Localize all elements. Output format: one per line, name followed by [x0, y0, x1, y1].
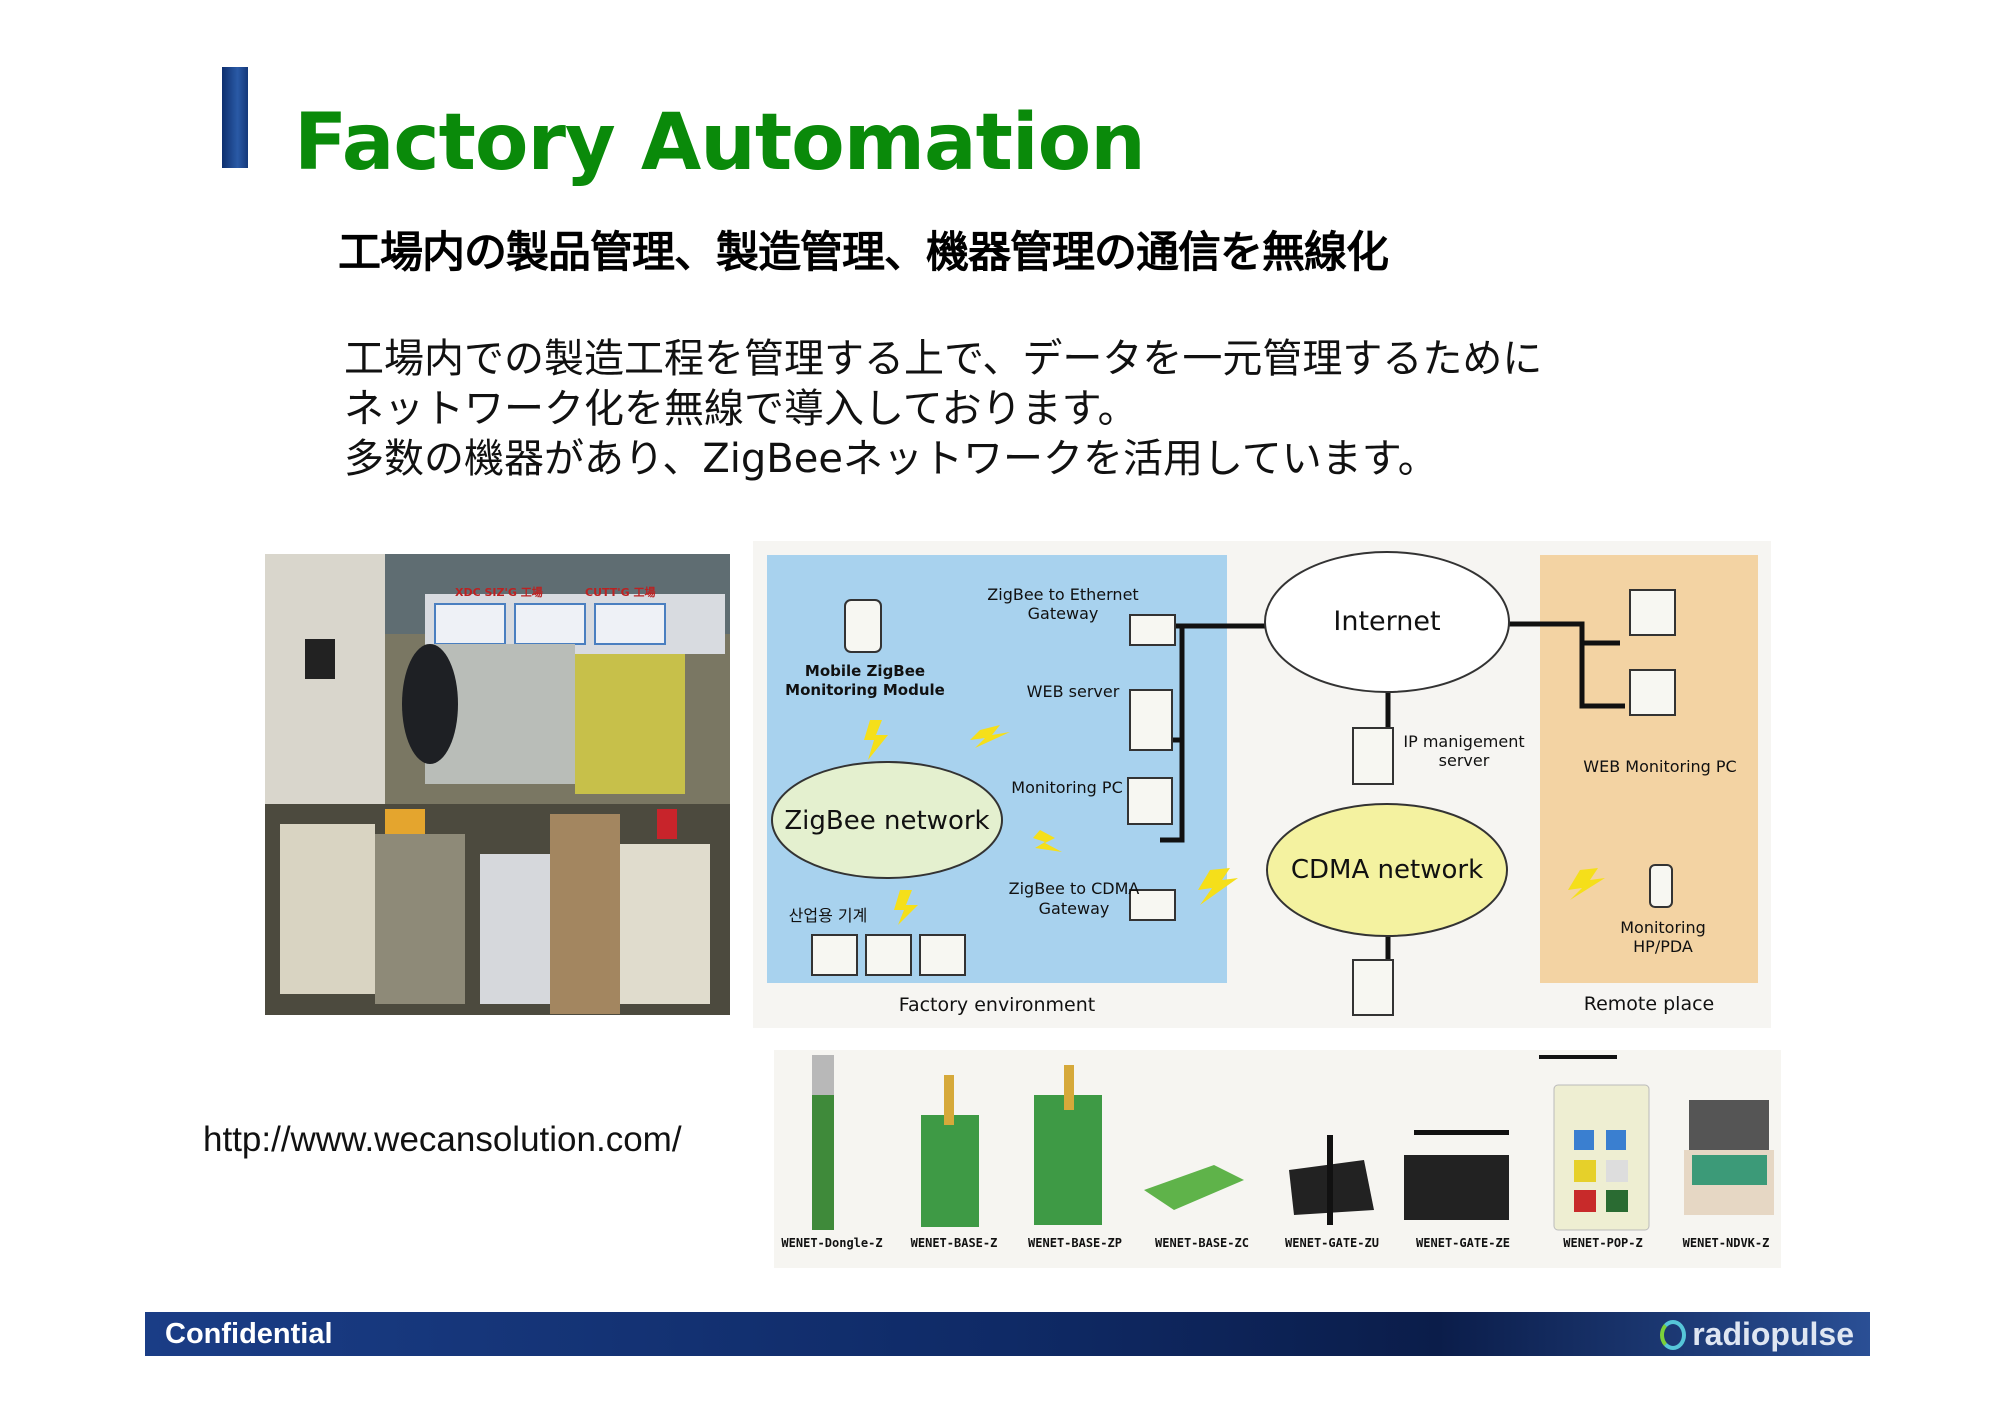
confidential-label: Confidential	[165, 1318, 333, 1350]
base-zp-image	[1034, 1095, 1102, 1225]
zigbee-network-cloud	[771, 761, 1003, 879]
description-line: 工場内での製造工程を管理する上で、データを一元管理するために	[344, 336, 1543, 382]
web-pc-icon	[1629, 669, 1676, 716]
label-ethernet-gateway: ZigBee to Ethernet	[987, 585, 1138, 604]
product-label: WENET-BASE-Z	[910, 1236, 998, 1250]
wireless-bolt-icons	[864, 720, 1605, 925]
product-label: WENET-GATE-ZE	[1416, 1236, 1510, 1250]
pop-z-image	[1553, 1084, 1650, 1231]
label-factory-environment: Factory environment	[899, 994, 1095, 1016]
gate-ze-image	[1404, 1155, 1509, 1220]
logo-text: radiopulse	[1692, 1316, 1854, 1352]
label-ip-server: IP manigement	[1403, 732, 1524, 751]
footer-bar: Confidential radiopulse	[145, 1312, 1870, 1356]
radiopulse-logo: radiopulse	[1660, 1316, 1854, 1353]
label-mobile-module: Monitoring Module	[785, 681, 945, 699]
description: 工場内での製造工程を管理する上で、データを一元管理するために ネットワーク化を無…	[344, 334, 1542, 484]
phone-icon	[1649, 864, 1673, 908]
product-label: WENET-POP-Z	[1563, 1236, 1643, 1250]
cdma-network-cloud	[1266, 803, 1508, 937]
label-cdma-gateway: Gateway	[1039, 899, 1110, 918]
internet-cloud	[1264, 551, 1510, 693]
machine-icon	[811, 934, 858, 976]
label-web-monitoring-pc: WEB Monitoring PC	[1583, 757, 1736, 776]
label-monitoring-hp: HP/PDA	[1633, 937, 1693, 956]
product-label: WENET-BASE-ZP	[1028, 1236, 1122, 1250]
product-label: WENET-Dongle-Z	[781, 1236, 883, 1250]
machine-icon	[865, 934, 912, 976]
website-link[interactable]: http://www.wecansolution.com/	[203, 1120, 682, 1159]
monitoring-pc-icon	[1127, 777, 1173, 825]
label-ethernet-gateway: Gateway	[1028, 604, 1099, 623]
ethernet-gateway-icon	[1129, 614, 1176, 646]
dongle-image	[812, 1055, 834, 1230]
factory-photo: XDC SIZ'G 工場 CUTT'G 工場	[265, 554, 730, 1015]
label-monitoring-hp: Monitoring	[1620, 918, 1706, 937]
label-cdma-network: CDMA network	[1291, 855, 1483, 885]
cdma-server-icon	[1352, 959, 1394, 1016]
description-line: 多数の機器があり、ZigBeeネットワークを活用しています。	[344, 436, 1438, 482]
ndvk-z-image	[1689, 1100, 1769, 1150]
photo-sign: CUTT'G 工場	[585, 585, 656, 599]
web-server-icon	[1129, 689, 1173, 751]
network-links	[1160, 621, 1625, 960]
machine-icon	[919, 934, 966, 976]
product-lineup: WENET-Dongle-Z WENET-BASE-Z WENET-BASE-Z…	[774, 1050, 1781, 1268]
label-web-server: WEB server	[1027, 682, 1120, 701]
logo-ring-icon	[1660, 1319, 1687, 1350]
label-industrial-machines: 산업용 기계	[789, 906, 868, 925]
mobile-module-icon	[844, 599, 882, 653]
label-cdma-gateway: ZigBee to CDMA	[1009, 879, 1140, 898]
label-zigbee-network: ZigBee network	[784, 806, 989, 836]
label-internet: Internet	[1333, 606, 1440, 637]
slide-title: Factory Automation	[294, 98, 1146, 188]
base-zc-image	[1144, 1165, 1244, 1210]
slide-subtitle: 工場内の製品管理、製造管理、機器管理の通信を無線化	[338, 228, 1389, 278]
label-ip-server: server	[1439, 751, 1490, 770]
web-pc-icon	[1629, 589, 1676, 636]
label-monitoring-pc: Monitoring PC	[1011, 778, 1122, 797]
base-z-image	[921, 1115, 979, 1227]
product-label: WENET-NDVK-Z	[1682, 1236, 1770, 1250]
product-label: WENET-GATE-ZU	[1285, 1236, 1379, 1250]
photo-sign: XDC SIZ'G 工場	[455, 585, 543, 599]
label-mobile-module: Mobile ZigBee	[805, 662, 925, 680]
description-line: ネットワーク化を無線で導入しております。	[344, 386, 1138, 432]
ip-server-icon	[1352, 727, 1394, 785]
cdma-gateway-icon	[1129, 889, 1176, 921]
product-label: WENET-BASE-ZC	[1155, 1236, 1249, 1250]
label-remote-place: Remote place	[1584, 993, 1714, 1015]
title-accent-bar	[222, 67, 248, 168]
